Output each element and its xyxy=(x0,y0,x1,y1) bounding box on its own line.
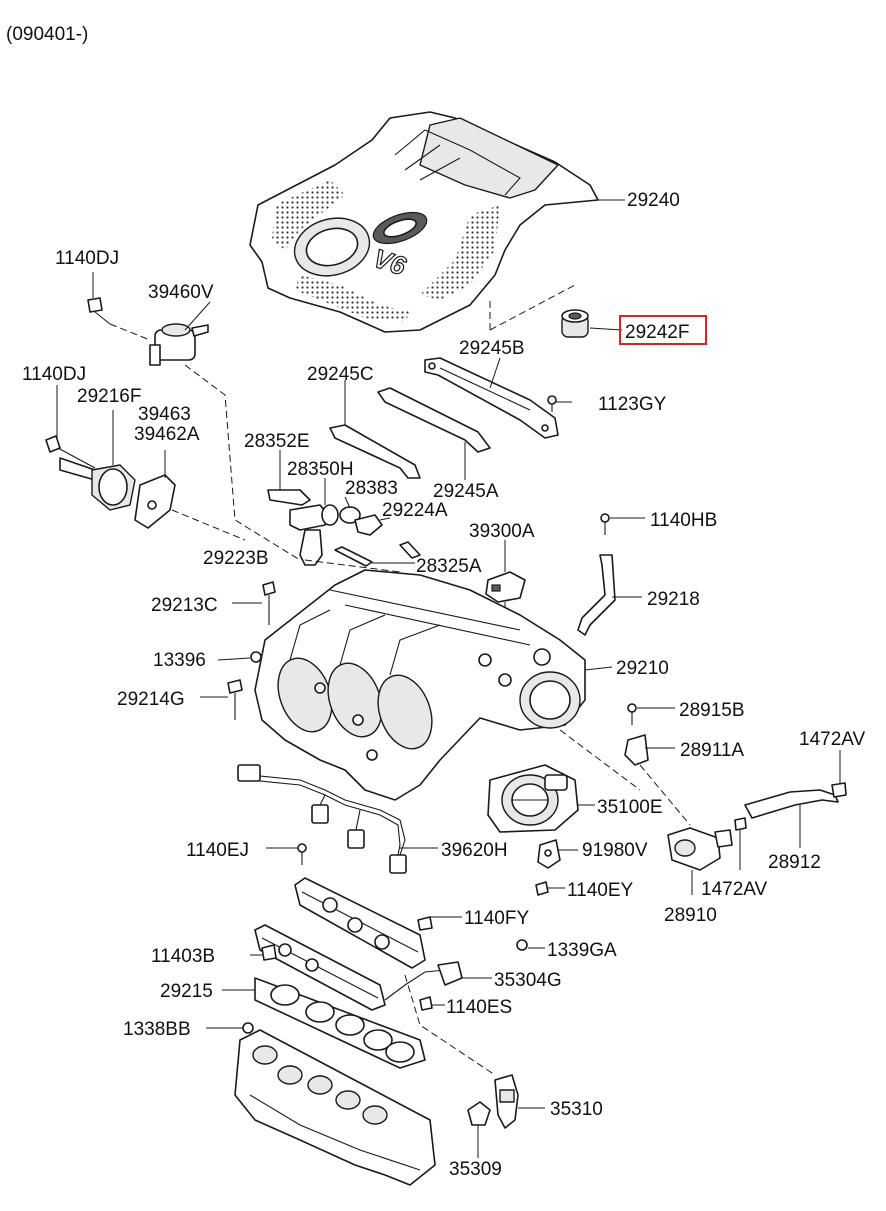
edition-code: (090401-) xyxy=(6,24,88,45)
label-39463: 39463 xyxy=(138,404,191,425)
label-29210: 29210 xyxy=(616,658,669,679)
label-13396: 13396 xyxy=(153,650,206,671)
label-1140ej: 1140EJ xyxy=(186,840,249,861)
label-39460v: 39460V xyxy=(148,282,214,303)
label-1472av-right: 1472AV xyxy=(799,729,866,750)
label-1472av-lower: 1472AV xyxy=(701,879,768,900)
cover-mount-grommet xyxy=(489,284,623,338)
label-29245c: 29245C xyxy=(307,364,374,385)
wiring-harness xyxy=(237,764,438,874)
label-1140dj-lower: 1140DJ xyxy=(22,364,86,385)
label-29223b: 29223B xyxy=(203,548,269,569)
label-29215: 29215 xyxy=(160,981,213,1002)
label-29240: 29240 xyxy=(627,190,680,211)
engine-cover: V6 xyxy=(249,111,625,333)
label-35309: 35309 xyxy=(449,1159,502,1180)
label-91980v: 91980V xyxy=(582,840,648,861)
throttle-body xyxy=(487,764,595,833)
label-28911a: 28911A xyxy=(680,740,744,761)
manifold-bolts xyxy=(200,581,276,720)
label-1140fy: 1140FY xyxy=(464,908,529,929)
label-39620h: 39620H xyxy=(441,840,508,861)
fuel-rail-lower xyxy=(250,924,496,1076)
label-1338bb: 1338BB xyxy=(123,1019,191,1040)
label-1140dj-upper: 1140DJ xyxy=(55,248,119,269)
label-29213c: 29213C xyxy=(151,595,218,616)
bracket-28911a xyxy=(624,703,691,826)
intake-manifold xyxy=(254,569,641,801)
intake-gasket xyxy=(222,977,426,1069)
label-39300a: 39300A xyxy=(469,521,535,542)
label-1123gy: 1123GY xyxy=(598,394,667,415)
label-29242f: 29242F xyxy=(625,322,689,343)
label-1140es: 1140ES xyxy=(446,997,512,1018)
label-35304g: 35304G xyxy=(494,970,562,991)
bracket-91980v xyxy=(535,839,578,896)
label-28912: 28912 xyxy=(768,852,821,873)
label-29218: 29218 xyxy=(647,589,700,610)
label-1140hb: 1140HB xyxy=(650,510,717,531)
label-39462a: 39462A xyxy=(134,424,200,445)
lower-intake-plenum xyxy=(206,1022,436,1186)
highlight-box xyxy=(619,315,707,345)
label-1339ga: 1339GA xyxy=(547,940,617,961)
label-29214g: 29214G xyxy=(117,689,185,710)
label-28325a: 28325A xyxy=(416,556,482,577)
bolt-1140hb xyxy=(600,513,645,535)
label-28910: 28910 xyxy=(664,905,717,926)
label-28383: 28383 xyxy=(345,478,398,499)
fuel-injector xyxy=(467,1074,545,1158)
pcv-hoses xyxy=(267,450,401,573)
label-29224a: 29224A xyxy=(382,500,448,521)
label-29245b: 29245B xyxy=(459,338,525,359)
label-35100e: 35100E xyxy=(597,797,663,818)
label-29245a: 29245A xyxy=(433,481,499,502)
label-1140ey: 1140EY xyxy=(567,880,634,901)
bolt-1140ej xyxy=(266,843,307,865)
label-11403b: 11403B xyxy=(151,946,215,967)
sensor-bracket-group xyxy=(45,385,246,541)
vacuum-valve-assembly xyxy=(667,750,847,895)
label-35310: 35310 xyxy=(550,1099,603,1120)
purge-solenoid-valve xyxy=(87,272,301,561)
cover-brackets xyxy=(329,357,572,480)
label-28352e: 28352E xyxy=(244,431,310,452)
fuel-rail-upper xyxy=(294,877,545,969)
label-28350h: 28350H xyxy=(287,459,354,480)
label-29216f: 29216F xyxy=(77,386,141,407)
support-bracket xyxy=(577,554,642,636)
bolts-28325a xyxy=(334,541,421,567)
label-28915b: 28915B xyxy=(679,700,745,721)
